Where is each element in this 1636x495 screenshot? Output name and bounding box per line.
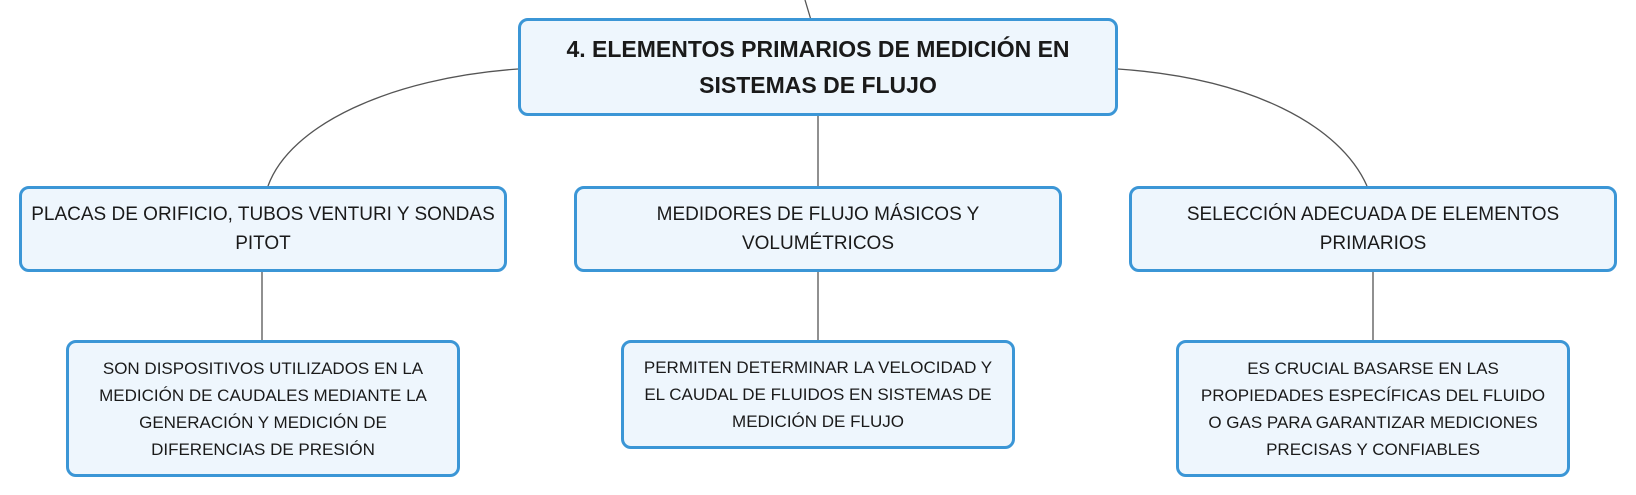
detail-text: PERMITEN DETERMINAR LA VELOCIDAD Y EL CA… [643,358,993,431]
central-topic-title: 4. ELEMENTOS PRIMARIOS DE MEDICIÓN EN SI… [566,36,1070,98]
branch-label: SELECCIÓN ADECUADA DE ELEMENTOS PRIMARIO… [1186,204,1560,254]
branch-label: MEDIDORES DE FLUJO MÁSICOS Y VOLUMÉTRICO… [656,204,980,254]
branch-node-placas-orificio[interactable]: PLACAS DE ORIFICIO, TUBOS VENTURI Y SOND… [19,186,507,272]
branch-node-seleccion-elementos[interactable]: SELECCIÓN ADECUADA DE ELEMENTOS PRIMARIO… [1129,186,1617,272]
detail-text: ES CRUCIAL BASARSE EN LAS PROPIEDADES ES… [1200,358,1546,459]
connector-parent-to-root [804,0,812,21]
central-topic-node[interactable]: 4. ELEMENTOS PRIMARIOS DE MEDICIÓN EN SI… [518,18,1118,116]
detail-node-seleccion-elementos[interactable]: ES CRUCIAL BASARSE EN LAS PROPIEDADES ES… [1176,340,1570,477]
detail-text: SON DISPOSITIVOS UTILIZADOS EN LA MEDICI… [99,358,427,459]
branch-label: PLACAS DE ORIFICIO, TUBOS VENTURI Y SOND… [31,204,495,254]
connector-root-to-branch-1 [267,68,519,187]
connector-root-to-branch-3 [1117,68,1368,187]
branch-node-medidores-flujo[interactable]: MEDIDORES DE FLUJO MÁSICOS Y VOLUMÉTRICO… [574,186,1062,272]
detail-node-placas-orificio[interactable]: SON DISPOSITIVOS UTILIZADOS EN LA MEDICI… [66,340,460,477]
detail-node-medidores-flujo[interactable]: PERMITEN DETERMINAR LA VELOCIDAD Y EL CA… [621,340,1015,449]
